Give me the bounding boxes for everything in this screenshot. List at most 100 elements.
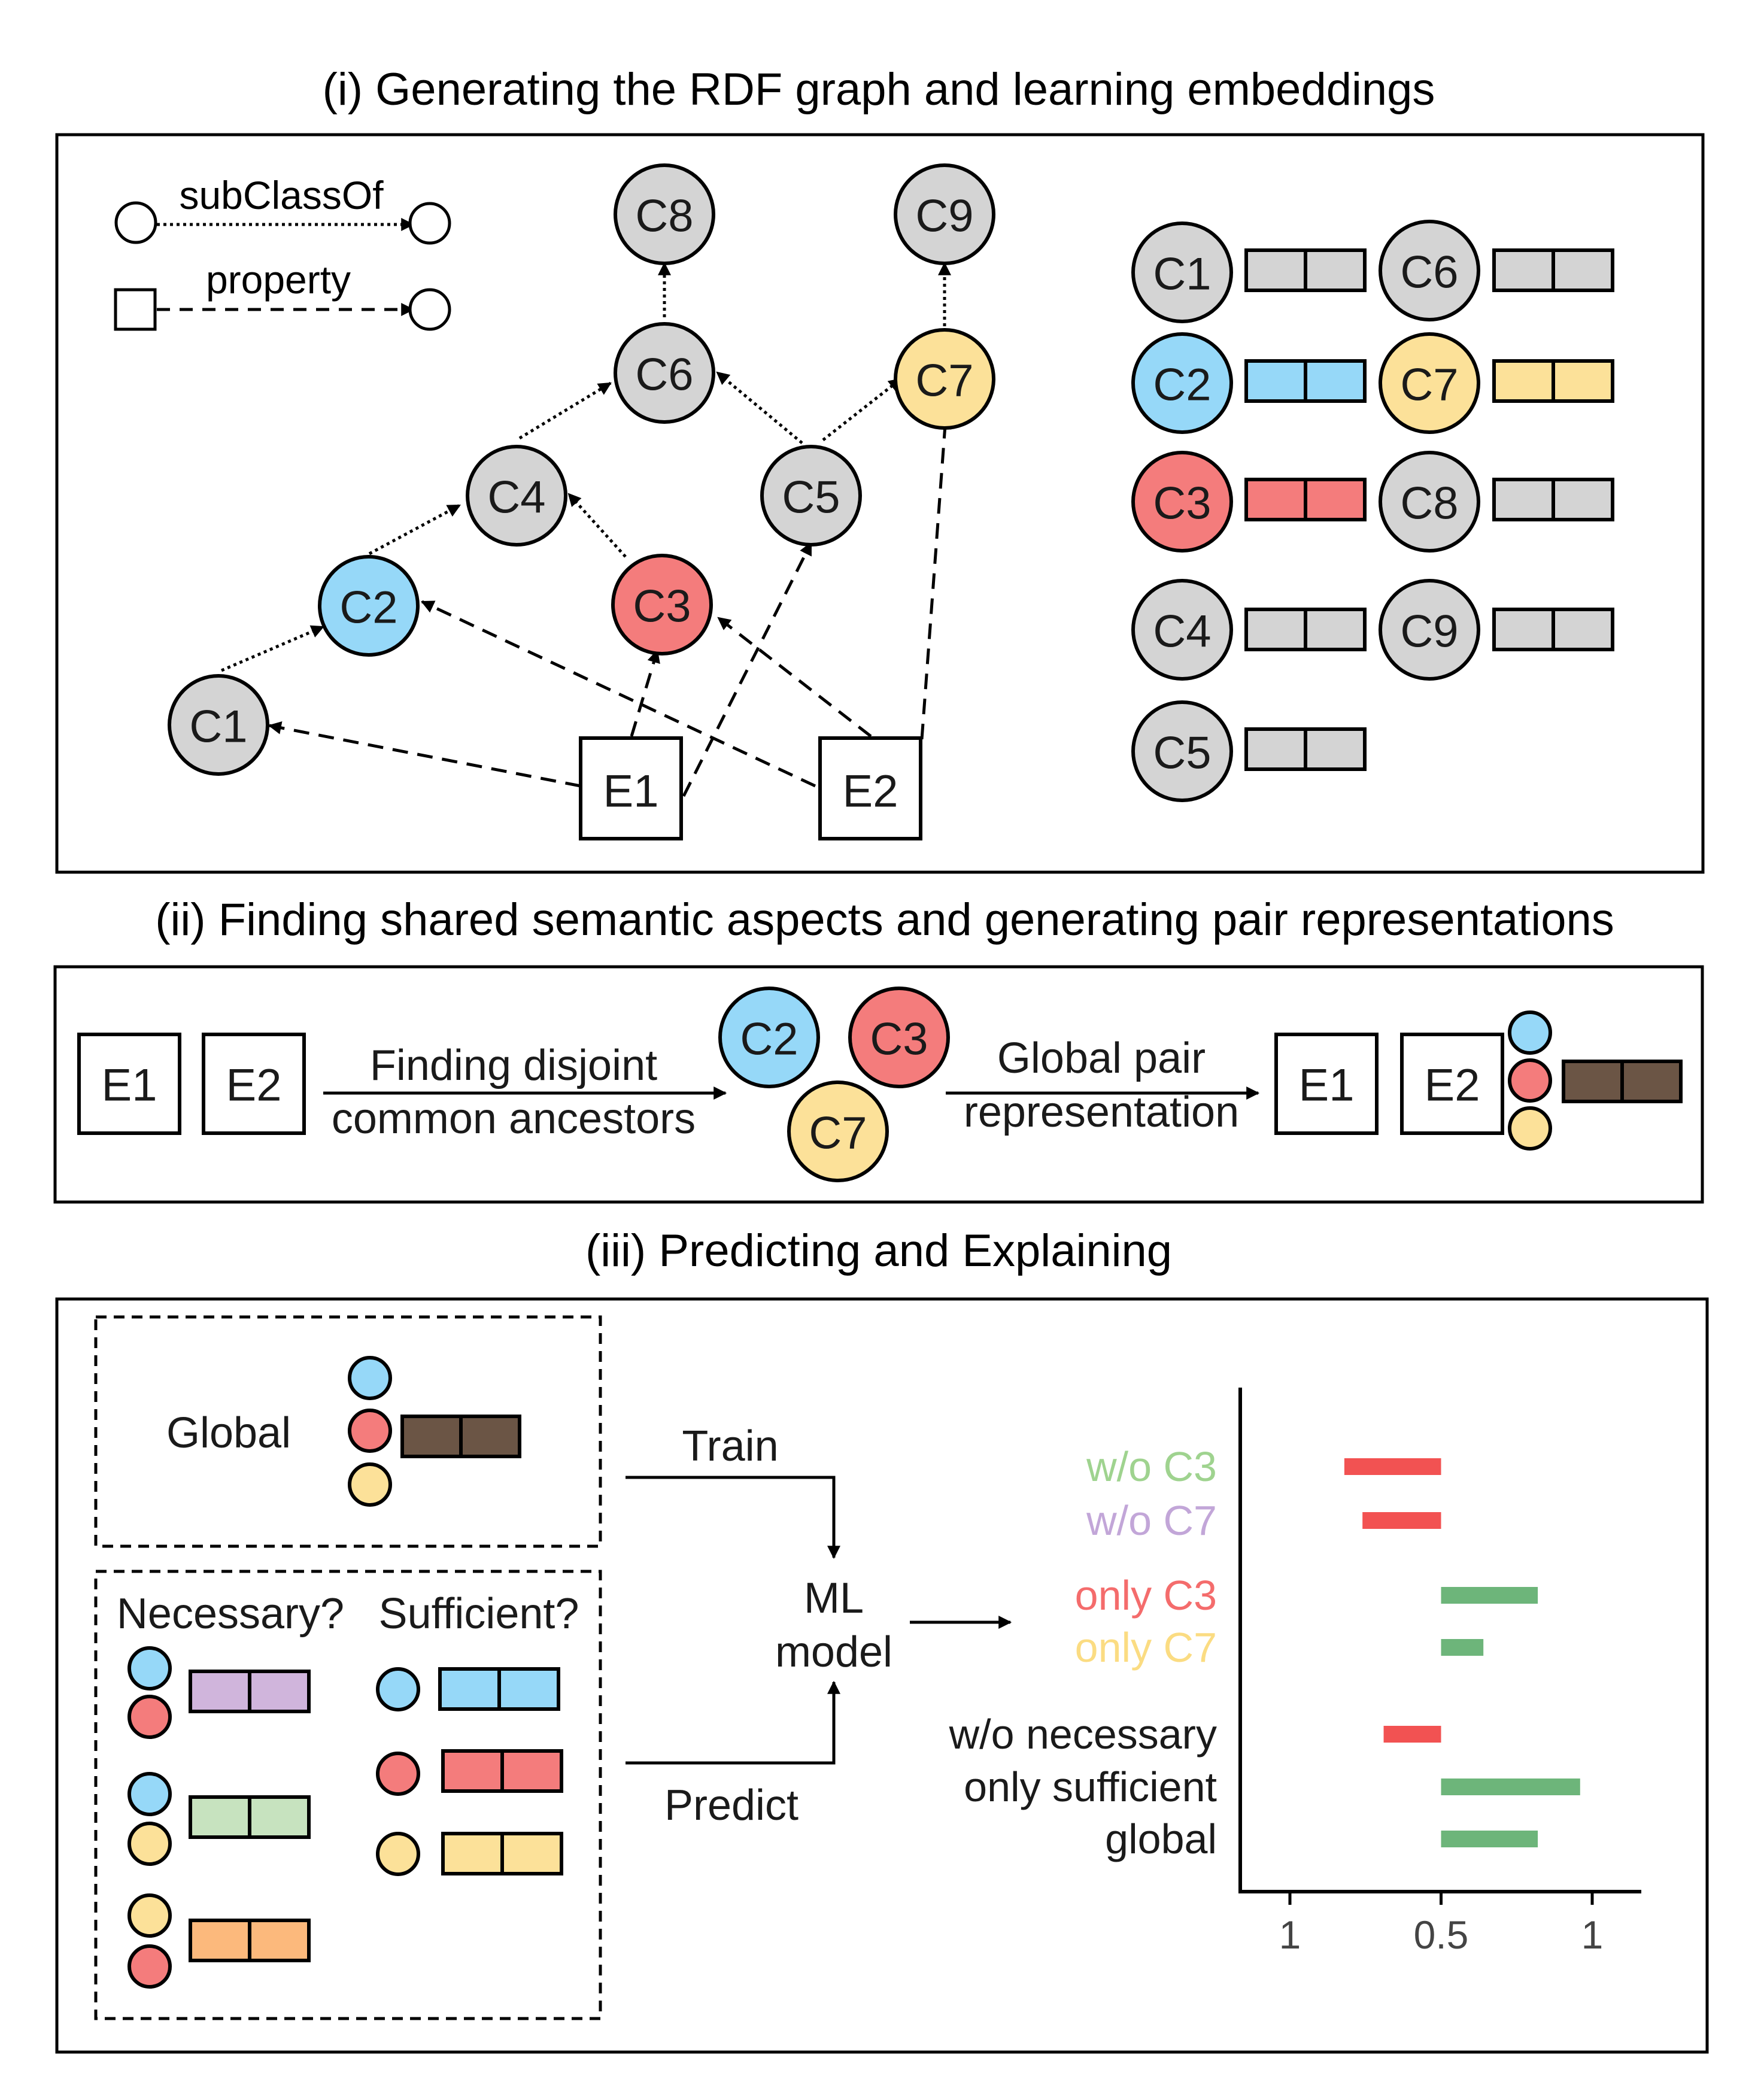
necessary-label: Necessary?	[117, 1590, 344, 1638]
panel1-frame	[55, 133, 1705, 874]
common-ancestors: C2 C3 C7	[718, 987, 950, 1182]
svg-text:C3: C3	[1153, 478, 1211, 529]
ancestor-c3: C3	[848, 987, 950, 1088]
pair-output-dot-blue	[1508, 1010, 1552, 1055]
edge-c2-c4	[368, 503, 461, 556]
edge-e1-c1	[268, 721, 581, 788]
global-label: Global	[166, 1409, 291, 1457]
legend-subclass-label: subClassOf	[179, 173, 384, 217]
svg-text:E2: E2	[843, 766, 898, 817]
ml-model-label-2: model	[775, 1628, 892, 1676]
edge-c5-c7	[822, 378, 902, 441]
edge-c3-c4	[567, 493, 627, 558]
embedding-c5: C5	[1131, 700, 1367, 802]
node-c3: C3	[611, 554, 713, 655]
edge-c1-c2	[221, 625, 325, 672]
chart-category-label: w/o C3	[1086, 1443, 1217, 1490]
chart-bar	[1362, 1512, 1441, 1529]
node-c9: C9	[894, 163, 995, 265]
edge-e1-c3	[630, 649, 660, 737]
panel2-title: (ii) Finding shared semantic aspects and…	[155, 894, 1614, 945]
embedding-c1: C1	[1131, 221, 1367, 323]
svg-text:C7: C7	[809, 1108, 867, 1159]
chart-bar	[1441, 1778, 1580, 1795]
global-dot-red	[348, 1409, 392, 1453]
embedding-c4: C4	[1131, 579, 1367, 681]
sufficient-label: Sufficient?	[379, 1590, 579, 1638]
embedding-c8: C8	[1379, 451, 1614, 553]
svg-text:E1: E1	[102, 1060, 157, 1111]
svg-text:C1: C1	[189, 702, 247, 752]
pair-input: E1 E2	[77, 1033, 306, 1135]
chart-bar	[1441, 1831, 1538, 1847]
predict-label: Predict	[664, 1781, 798, 1829]
embedding-c3: C3	[1131, 451, 1367, 553]
pair-input-e2: E2	[202, 1033, 306, 1135]
edge-e2-c7	[920, 415, 952, 740]
svg-text:C6: C6	[1400, 247, 1458, 298]
svg-text:C4: C4	[1153, 606, 1211, 657]
node-c4: C4	[466, 445, 567, 547]
pair-output-dot-yellow	[1508, 1106, 1552, 1151]
pair-input-e1: E1	[77, 1033, 181, 1135]
class-embeddings: C1 C2 C3 C4 C5 C6 C7 C8	[1131, 220, 1614, 802]
pair-output-vector	[1562, 1060, 1683, 1103]
train-label: Train	[682, 1422, 778, 1470]
node-c2: C2	[318, 555, 420, 657]
node-c1: C1	[168, 674, 269, 776]
embedding-c9: C9	[1379, 579, 1614, 681]
node-e2: E2	[818, 736, 922, 840]
panel1-title: (i) Generating the RDF graph and learnin…	[323, 64, 1435, 115]
pair-output-e2: E2	[1400, 1033, 1504, 1135]
node-c7: C7	[894, 328, 995, 430]
svg-text:E1: E1	[603, 766, 659, 817]
node-c6: C6	[614, 322, 715, 424]
sufficient-vectors	[376, 1667, 563, 1876]
svg-text:C4: C4	[487, 472, 545, 523]
arrow-global-pair-label-2: representation	[964, 1088, 1239, 1136]
svg-text:C9: C9	[915, 191, 973, 242]
pair-output-dot-red	[1508, 1058, 1552, 1103]
graph-legend: subClassOf property	[114, 173, 451, 331]
edge-e2-c2	[421, 600, 816, 788]
necessary-without-c3	[127, 1772, 311, 1866]
svg-text:C5: C5	[782, 472, 840, 523]
sufficient-only-c2	[376, 1667, 560, 1711]
edge-e1-c5	[682, 542, 813, 797]
panel3-title: (iii) Predicting and Explaining	[585, 1225, 1172, 1276]
pair-output: E1 E2	[1274, 1010, 1683, 1151]
legend-class-node-target	[408, 202, 451, 245]
node-c8: C8	[614, 163, 715, 265]
arrow-global-pair-label-1: Global pair	[997, 1034, 1206, 1082]
svg-text:C8: C8	[1400, 478, 1458, 529]
chart-bar	[1441, 1587, 1538, 1604]
svg-text:C3: C3	[870, 1014, 928, 1065]
global-dot-blue	[348, 1356, 392, 1400]
embedding-c6: C6	[1379, 220, 1614, 321]
svg-text:C9: C9	[1400, 606, 1458, 657]
chart-category-label: global	[1105, 1816, 1217, 1862]
necessary-without-c2	[127, 1893, 311, 1989]
sufficient-only-c3	[376, 1749, 563, 1796]
ancestor-c7: C7	[787, 1081, 889, 1182]
svg-text:E1: E1	[1299, 1060, 1355, 1111]
arrow-find-ancestors-label-2: common ancestors	[332, 1095, 696, 1143]
chart-x-tick-label: 1	[1581, 1913, 1604, 1957]
svg-text:C6: C6	[635, 350, 693, 400]
svg-text:E2: E2	[1425, 1060, 1480, 1111]
sufficient-only-c7	[376, 1832, 563, 1876]
svg-text:C1: C1	[1153, 249, 1211, 300]
predict-arrow	[626, 1680, 840, 1765]
chart-category-label: only C3	[1075, 1572, 1217, 1619]
arrow-find-ancestors-label-1: Finding disjoint	[370, 1042, 657, 1089]
chart-bar	[1344, 1458, 1441, 1475]
edge-c5-c6	[716, 371, 803, 444]
embedding-c2: C2	[1131, 332, 1367, 434]
embedding-c7: C7	[1379, 332, 1614, 434]
svg-text:C5: C5	[1153, 728, 1211, 779]
necessary-vectors	[127, 1646, 311, 1989]
graph-nodes: C1 C2 C3 C4 C5 C6 C7 C8 C9	[168, 163, 995, 776]
chart-category-label: w/o necessary	[949, 1711, 1217, 1758]
train-arrow	[626, 1476, 840, 1559]
